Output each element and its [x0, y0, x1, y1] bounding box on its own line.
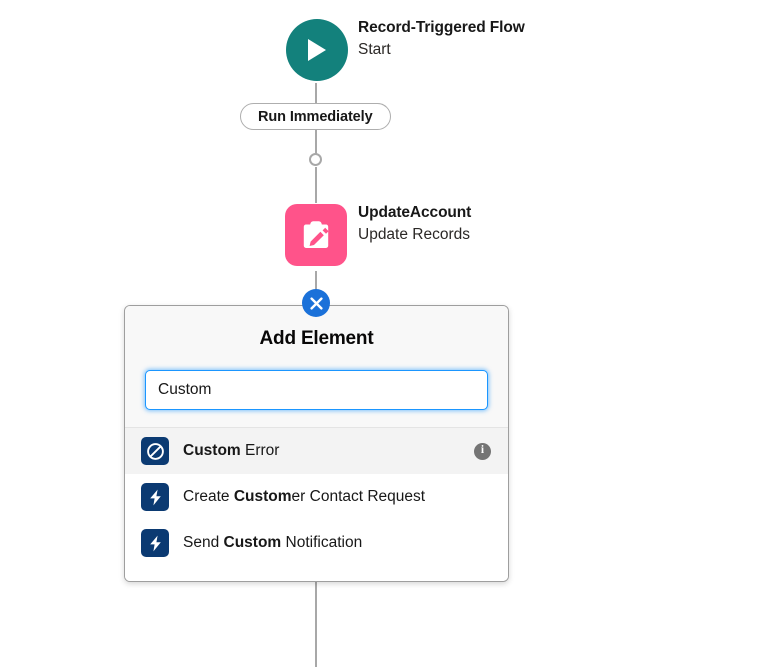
update-records-node[interactable]	[285, 204, 347, 266]
run-immediately-label: Run Immediately	[258, 108, 373, 125]
close-button[interactable]	[302, 289, 330, 317]
run-immediately-pill[interactable]: Run Immediately	[240, 103, 391, 130]
play-icon	[304, 36, 330, 64]
connector-line-update-to-panel	[315, 271, 317, 301]
start-node-subtitle: Start	[358, 41, 391, 58]
label-match: Custom	[233, 488, 292, 505]
update-records-node-label: UpdateAccount Update Records	[358, 202, 471, 246]
label-suffix: er Contact Request	[291, 488, 426, 505]
connector-line-node-to-update	[315, 167, 317, 203]
update-records-subtitle: Update Records	[358, 226, 471, 243]
list-item[interactable]: Send Custom Notification	[125, 520, 508, 566]
apex-action-icon	[141, 529, 169, 557]
label-suffix: Notification	[281, 534, 363, 551]
info-icon[interactable]: i	[474, 442, 491, 460]
start-node-label: Record-Triggered Flow Start	[358, 17, 525, 61]
list-item-label: Send Custom Notification	[183, 534, 491, 552]
add-element-panel: Add Element Custom Error i	[124, 305, 509, 582]
list-item-label: Custom Error	[183, 442, 464, 460]
add-element-panel-header: Add Element	[125, 306, 508, 428]
connector-line-trigger-to-node	[315, 130, 317, 154]
label-prefix: Send	[183, 534, 224, 551]
start-node-title: Record-Triggered Flow	[358, 19, 525, 36]
label-match: Custom	[183, 442, 241, 459]
update-records-icon	[298, 217, 334, 253]
update-records-title: UpdateAccount	[358, 204, 472, 221]
add-connector-icon[interactable]	[309, 153, 322, 166]
close-icon	[309, 296, 323, 310]
list-item[interactable]: Create Customer Contact Request	[125, 474, 508, 520]
label-prefix: Create	[183, 488, 234, 505]
connector-line-panel-to-end	[315, 578, 317, 667]
list-item[interactable]: Custom Error i	[125, 428, 508, 474]
label-suffix: Error	[240, 442, 280, 459]
search-input[interactable]	[145, 370, 488, 410]
start-node[interactable]	[286, 19, 348, 81]
connector-line-start-to-trigger	[315, 83, 317, 103]
search-wrapper	[145, 370, 488, 410]
list-item-label: Create Customer Contact Request	[183, 488, 491, 506]
apex-action-icon	[141, 483, 169, 511]
element-results-list: Custom Error i Create Customer Contact R…	[125, 428, 508, 566]
custom-error-icon	[141, 437, 169, 465]
panel-bottom-spacer	[125, 566, 508, 581]
panel-title: Add Element	[259, 328, 374, 349]
label-match: Custom	[223, 534, 282, 551]
